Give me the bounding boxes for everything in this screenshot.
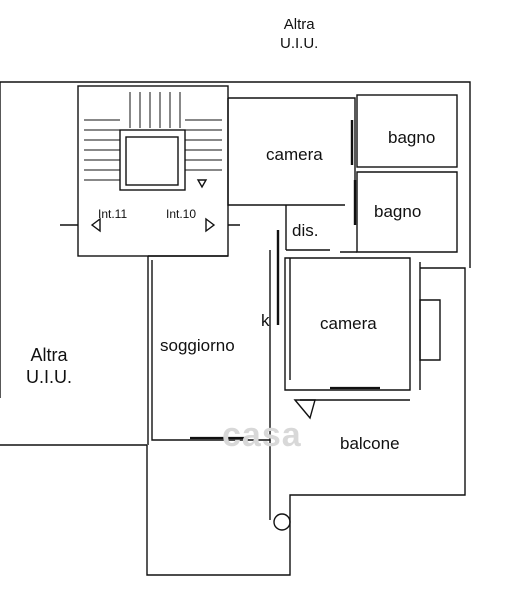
label-camera-2: camera: [320, 314, 377, 333]
wall-bagno-1: [356, 94, 458, 168]
wall-camera-2: [284, 257, 411, 391]
balcone-edge: [269, 262, 421, 520]
label-balcone: balcone: [340, 434, 400, 453]
label-altra-top: Altra U.I.U.: [280, 15, 318, 53]
label-int-11: Int.11: [98, 207, 128, 221]
label-int-10: Int.10: [166, 207, 197, 221]
wall-bagno-2: [356, 171, 458, 253]
label-camera-1: camera: [266, 145, 323, 164]
elevator-cab: [125, 136, 179, 186]
label-soggiorno: soggiorno: [160, 336, 235, 355]
stair-treads: [84, 92, 222, 181]
door-marker-int-10: [205, 217, 240, 233]
label-dis: dis.: [292, 221, 319, 240]
balcone-column: [273, 513, 291, 531]
door-marker-int-11: [60, 217, 101, 233]
outer-wall: [0, 81, 471, 268]
label-altra-top-line2: U.I.U.: [280, 35, 319, 52]
wall-balcone: [146, 267, 466, 576]
left-boundary: [0, 82, 147, 446]
label-altra-top-line1: Altra: [283, 16, 315, 33]
label-k: k: [261, 311, 270, 330]
stair-arrow: [196, 179, 208, 189]
wall-dis: [285, 204, 357, 253]
label-altra-left-line2: U.I.U.: [26, 367, 73, 387]
label-bagno-2: bagno: [374, 202, 422, 221]
balcone-detail: [419, 299, 441, 361]
wall-camera-1: [227, 97, 356, 206]
label-altra-left-line1: Altra: [30, 345, 68, 365]
label-bagno-1: bagno: [388, 128, 436, 147]
wall-soggiorno: [147, 250, 271, 445]
watermark: casa: [222, 416, 302, 454]
label-altra-left: Altra U.I.U.: [26, 344, 72, 388]
elevator-shaft: [119, 129, 186, 191]
